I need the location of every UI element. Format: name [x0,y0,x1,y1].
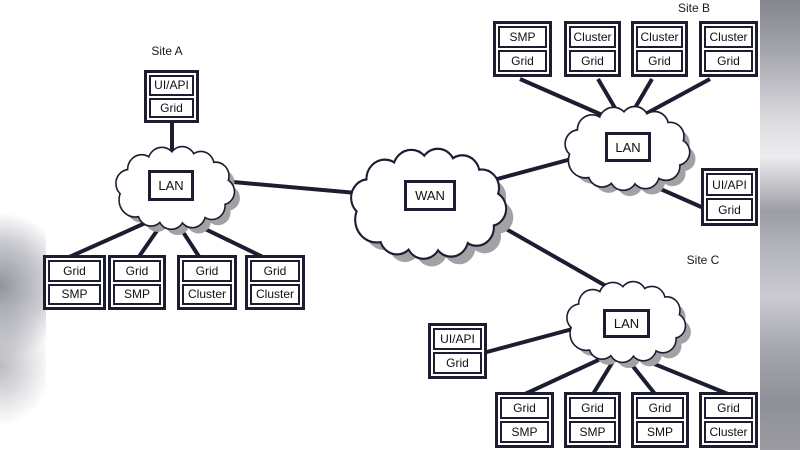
site-c-node-3: Grid SMP [631,392,689,448]
site-b-uiapi-box: UI/API Grid [701,168,758,226]
right-gradient-band [760,0,800,450]
site-a-node-4: Grid Cluster [245,255,305,310]
site-a-node-2: Grid SMP [108,255,166,310]
node-top-cell: Grid [569,397,616,419]
node-bottom-cell: SMP [569,421,616,443]
site-b-uiapi-bottom-cell: Grid [706,198,753,221]
node-top-cell: SMP [498,26,547,48]
node-top-cell: Grid [182,260,232,282]
node-bottom-cell: Cluster [250,283,300,305]
node-bottom-cell: Grid [498,50,547,72]
wan-box: WAN [404,180,456,211]
site-a-label: Site A [151,44,183,58]
node-bottom-cell: Cluster [704,421,753,443]
node-top-cell: Cluster [569,26,616,48]
site-b-uiapi-top-cell: UI/API [706,173,753,196]
node-bottom-cell: Grid [569,50,616,72]
lan-box-site-a: LAN [148,170,194,201]
site-b-node-3: Cluster Grid [631,21,688,77]
site-a-node-3: Grid Cluster [177,255,237,310]
site-c-uiapi-box: UI/API Grid [428,323,487,379]
site-c-node-1: Grid SMP [495,392,554,448]
site-a-node-1: Grid SMP [43,255,106,310]
site-b-node-1: SMP Grid [493,21,552,77]
site-c-node-2: Grid SMP [564,392,621,448]
node-bottom-cell: SMP [636,421,684,443]
left-gradient-band [0,175,46,440]
node-top-cell: Grid [636,397,684,419]
node-bottom-cell: Cluster [182,283,232,305]
site-c-uiapi-bottom-cell: Grid [433,352,482,374]
node-top-cell: Grid [500,397,549,419]
node-top-cell: Grid [48,260,101,282]
node-bottom-cell: Grid [704,50,753,72]
site-b-node-4: Cluster Grid [699,21,758,77]
node-bottom-cell: SMP [48,283,101,305]
site-c-label: Site C [686,253,720,267]
node-top-cell: Cluster [636,26,683,48]
site-c-node-4: Grid Cluster [699,392,758,448]
node-top-cell: Grid [704,397,753,419]
node-bottom-cell: Grid [636,50,683,72]
site-a-uiapi-bottom-cell: Grid [149,97,194,118]
site-a-uiapi-box: UI/API Grid [144,70,199,123]
site-b-node-2: Cluster Grid [564,21,621,77]
site-a-uiapi-top-cell: UI/API [149,75,194,96]
node-top-cell: Grid [250,260,300,282]
node-top-cell: Cluster [704,26,753,48]
lan-box-site-c: LAN [603,309,650,338]
node-bottom-cell: SMP [500,421,549,443]
site-b-label: Site B [677,1,710,15]
site-c-uiapi-top-cell: UI/API [433,328,482,350]
node-bottom-cell: SMP [113,283,161,305]
lan-box-site-b: LAN [605,132,651,162]
node-top-cell: Grid [113,260,161,282]
